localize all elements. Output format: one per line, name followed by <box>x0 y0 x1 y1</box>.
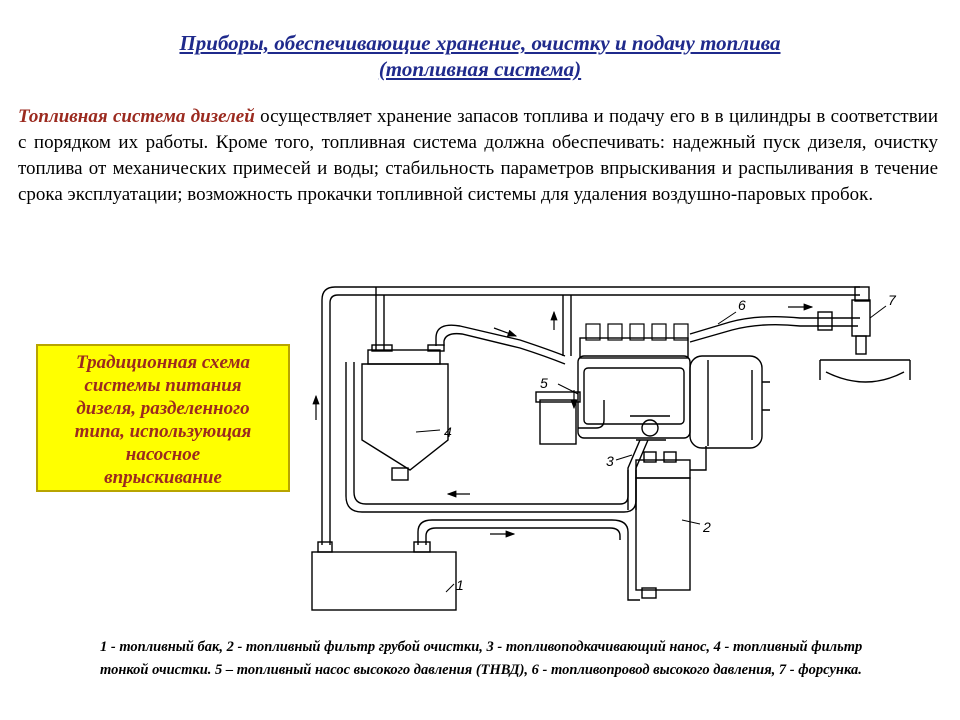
callout-box: Традиционная схема системы питания дизел… <box>36 344 290 492</box>
title-line-1: Приборы, обеспечивающие хранение, очистк… <box>179 31 781 55</box>
label-hp-pump: 5 <box>540 375 548 391</box>
intro-text: осуществляет хранение запасов топлива и … <box>18 106 938 205</box>
callout-line-2: системы питания <box>84 375 242 396</box>
return-pipe-bottom <box>353 385 629 505</box>
diagram-legend: 1 - топливный бак, 2 - топливный фильтр … <box>100 639 863 678</box>
fuel-tank <box>311 541 457 611</box>
engine-housing <box>689 355 770 449</box>
label-tank: 1 <box>456 577 464 593</box>
filter-to-pump-pipe <box>435 324 566 357</box>
callout-line-1: Традиционная схема <box>75 352 251 373</box>
return-pipe-drop <box>375 287 385 350</box>
label-fine-filter: 4 <box>444 424 452 440</box>
injector <box>819 286 911 383</box>
label-coarse-filter: 2 <box>702 519 711 535</box>
coarse-filter <box>635 446 707 599</box>
label-injector: 7 <box>888 292 897 308</box>
fine-filter <box>345 344 449 481</box>
feed-pipe <box>417 519 629 545</box>
callout-line-6: впрыскивание <box>104 467 222 488</box>
label-priming-pump: 3 <box>606 453 614 469</box>
callout-line-3: дизеля, разделенного <box>76 398 250 419</box>
return-pipe-top <box>321 286 860 545</box>
priming-pump <box>627 415 670 510</box>
title-line-2: (топливная система) <box>378 57 582 81</box>
label-hp-line: 6 <box>738 297 746 313</box>
intro-lead: Топливная система дизелей <box>18 106 255 127</box>
intro-paragraph: Топливная система дизелей осуществляет х… <box>18 104 938 208</box>
callout-line-5: насосное <box>125 444 201 465</box>
hp-line <box>689 315 860 335</box>
slide-title: Приборы, обеспечивающие хранение, очистк… <box>0 30 960 82</box>
callout-line-4: типа, использующая <box>74 421 252 442</box>
